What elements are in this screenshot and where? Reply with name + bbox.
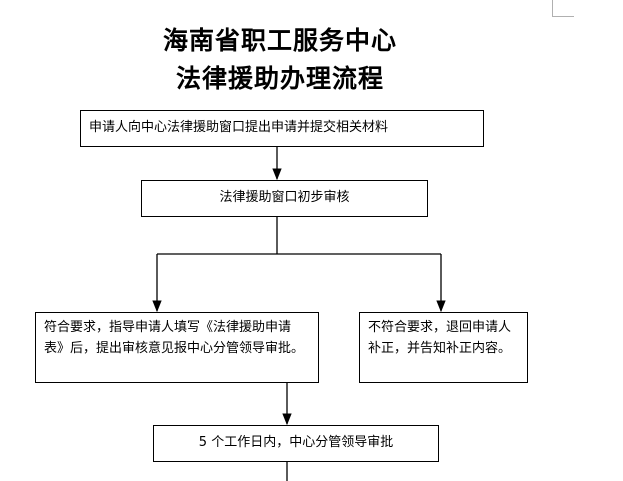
page-subtitle: 法律援助办理流程: [175, 64, 384, 93]
step-initial-review-text: 法律援助窗口初步审核: [219, 190, 350, 205]
step-meets-requirements-text: 符合要求，指导申请人填写《法律援助申请表》后，提出审核意见报中心分管领导审批。: [44, 320, 305, 356]
step-leader-approval-text: 5 个工作日内，中心分管领导审批: [198, 435, 394, 450]
step-fails-requirements-box: 不符合要求，退回申请人补正，并告知补正内容。: [359, 312, 528, 383]
step-apply-box: 申请人向中心法律援助窗口提出申请并提交相关材料: [80, 110, 484, 147]
page-corner-mark: [552, 0, 574, 17]
step-initial-review-box: 法律援助窗口初步审核: [141, 180, 428, 217]
page-title: 海南省职工服务中心: [162, 26, 397, 55]
step-leader-approval-box: 5 个工作日内，中心分管领导审批: [153, 425, 439, 462]
step-apply-text: 申请人向中心法律援助窗口提出申请并提交相关材料: [89, 120, 389, 135]
step-fails-requirements-text: 不符合要求，退回申请人补正，并告知补正内容。: [368, 320, 512, 356]
step-meets-requirements-box: 符合要求，指导申请人填写《法律援助申请表》后，提出审核意见报中心分管领导审批。: [35, 312, 319, 383]
